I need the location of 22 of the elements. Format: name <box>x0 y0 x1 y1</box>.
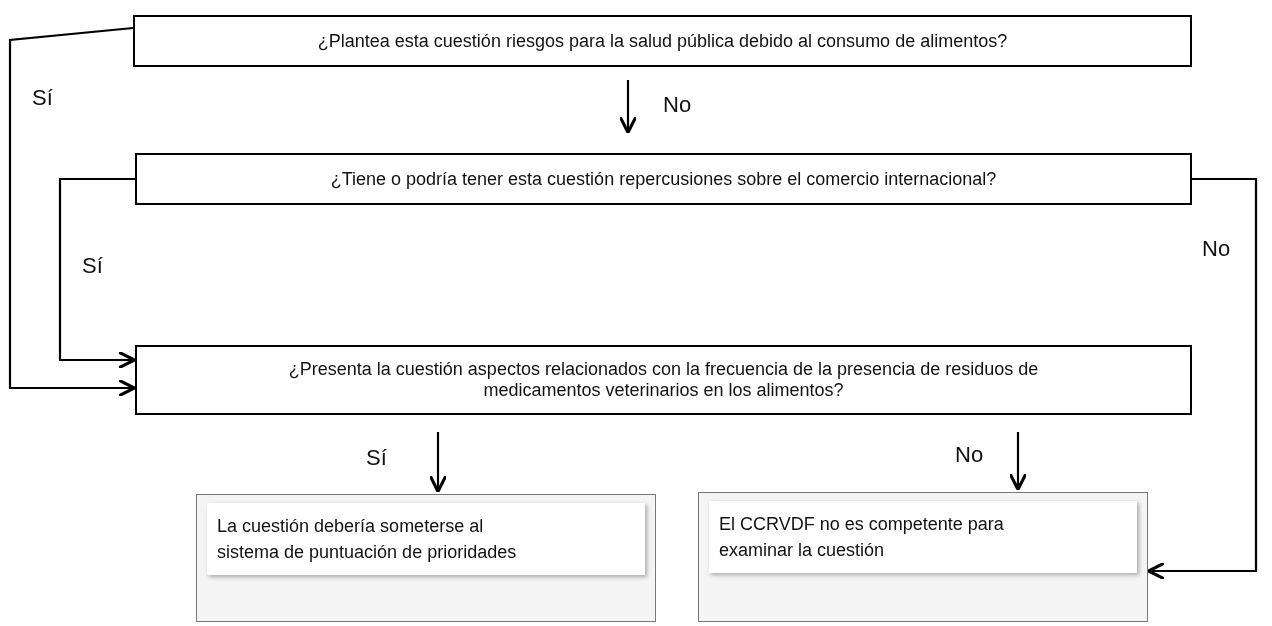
edge-label: Sí <box>366 445 387 471</box>
edge-label: No <box>1202 236 1231 262</box>
arrow <box>58 177 137 370</box>
result-text: El CCRVDF no es competente para examinar la cuestión <box>709 501 1137 574</box>
question-box <box>135 153 1192 205</box>
arrow <box>1146 177 1258 581</box>
edge-label: No <box>663 92 692 118</box>
arrow <box>618 80 638 135</box>
question-box <box>135 345 1192 415</box>
arrow <box>8 26 137 398</box>
result-box <box>698 492 1148 622</box>
question-box <box>133 15 1192 67</box>
arrow <box>428 432 448 494</box>
question-text: ¿Presenta la cuestión aspectos relacionados con la frecuencia de la presencia de residuos de medicamentos veterinarios en los alimentos? <box>287 359 1040 401</box>
edge-label: Sí <box>82 253 103 279</box>
result-text: La cuestión debería someterse al sistema de puntuación de prioridades <box>207 503 645 576</box>
question-text: ¿Plantea esta cuestión riesgos para la salud pública debido al consumo de alimentos? <box>317 30 1008 52</box>
question-text: ¿Tiene o podría tener esta cuestión repercusiones sobre el comercio internacional? <box>330 168 997 190</box>
edge-label: No <box>955 442 984 468</box>
arrow <box>1008 432 1028 492</box>
edge-label: Sí <box>32 85 53 111</box>
result-box <box>196 494 656 622</box>
